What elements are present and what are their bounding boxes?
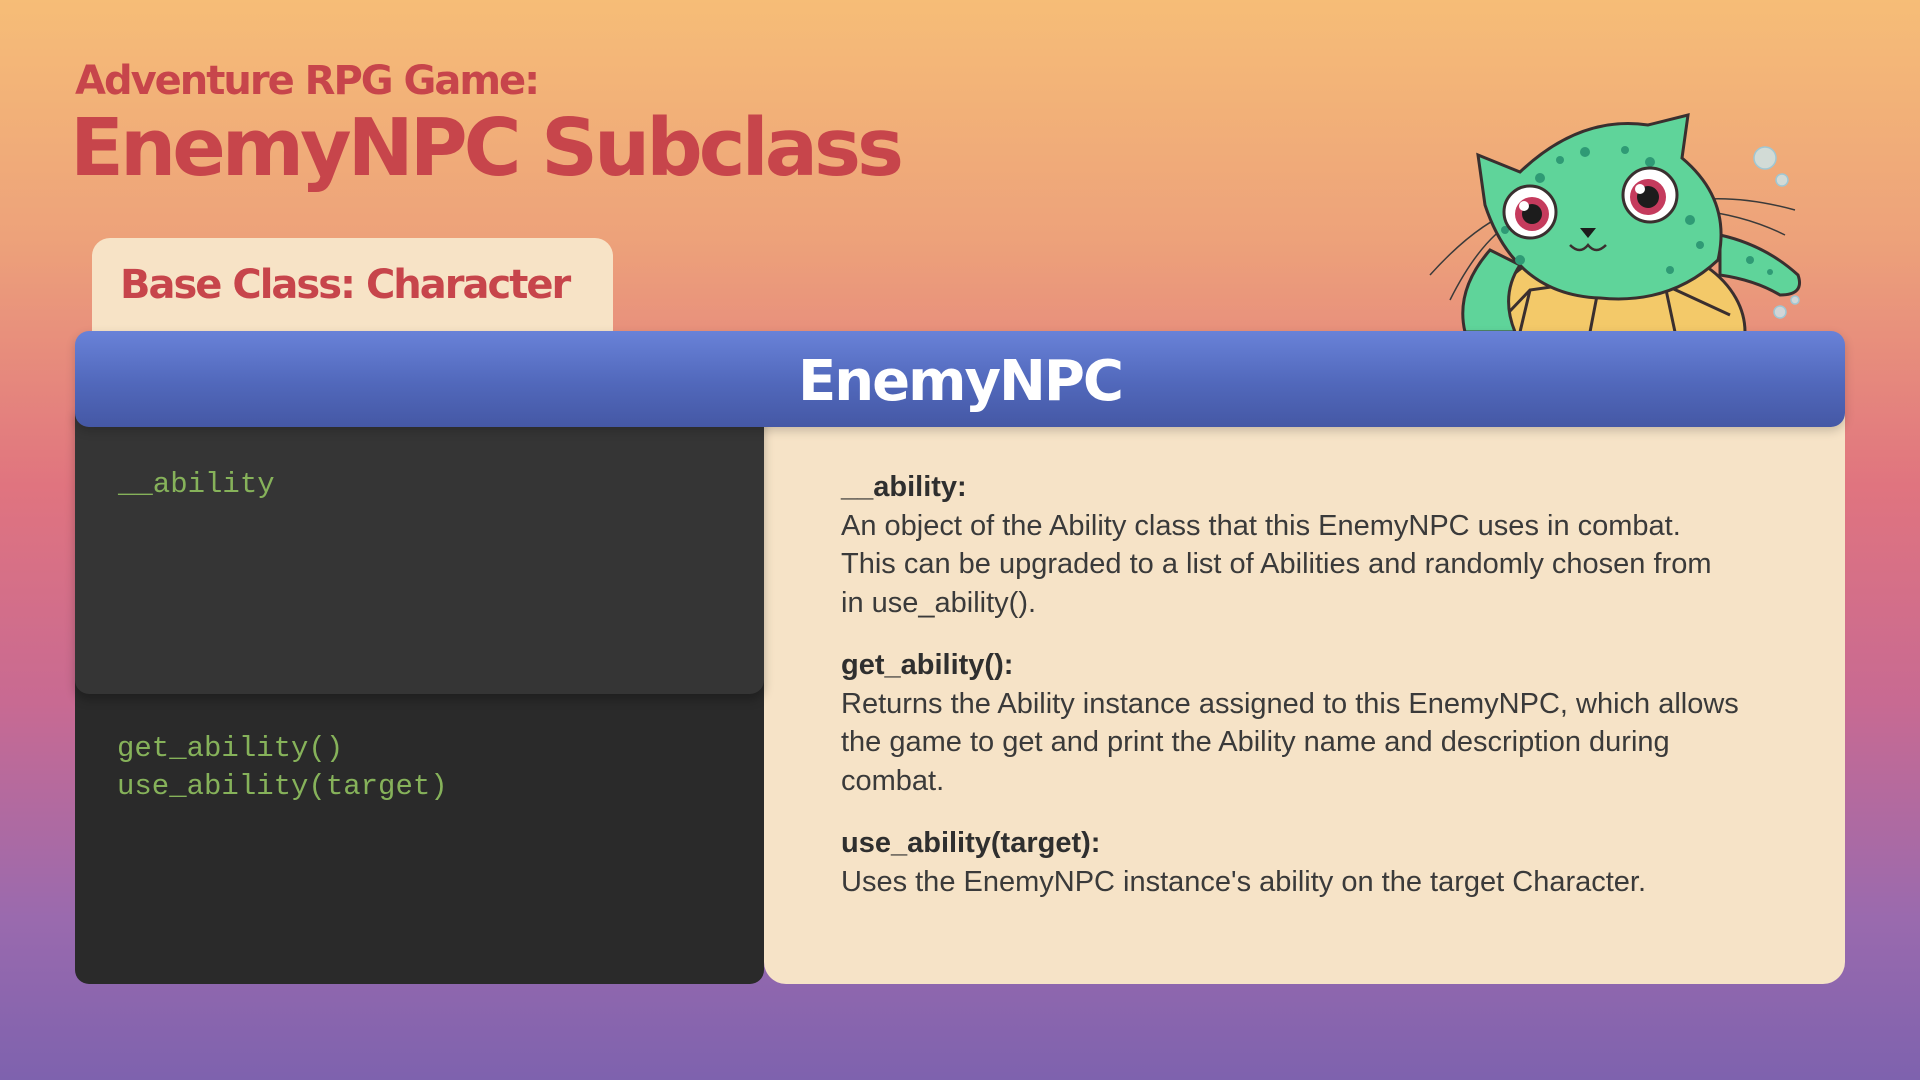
- sea-turtle-cat-mascot-icon: [1420, 100, 1820, 332]
- description-text: An object of the Ability class that this…: [841, 509, 1712, 619]
- description-text: Returns the Ability instance assigned to…: [841, 687, 1739, 797]
- description-panel: __ability: An object of the Ability clas…: [764, 410, 1845, 984]
- description-term: use_ability(target):: [841, 827, 1101, 859]
- description-term: __ability:: [841, 471, 967, 503]
- class-name-banner: EnemyNPC: [75, 331, 1845, 427]
- base-class-label: Base Class: Character: [120, 262, 571, 308]
- attribute-ability: __ability: [118, 468, 275, 501]
- attributes-panel: __ability: [75, 410, 764, 694]
- slide-title: EnemyNPC Subclass: [70, 102, 904, 194]
- description-list: __ability: An object of the Ability clas…: [841, 468, 1741, 925]
- description-text: Uses the EnemyNPC instance's ability on …: [841, 865, 1647, 898]
- method-use-ability: use_ability(target): [117, 770, 448, 803]
- methods-code: get_ability() use_ability(target): [117, 730, 448, 806]
- attributes-code: __ability: [118, 466, 275, 504]
- class-name: EnemyNPC: [798, 348, 1124, 414]
- description-item: __ability: An object of the Ability clas…: [841, 468, 1741, 622]
- description-item: use_ability(target): Uses the EnemyNPC i…: [841, 824, 1741, 901]
- description-term: get_ability():: [841, 649, 1014, 681]
- slide-subtitle: Adventure RPG Game:: [75, 58, 540, 104]
- description-item: get_ability(): Returns the Ability insta…: [841, 646, 1741, 800]
- method-get-ability: get_ability(): [117, 732, 344, 765]
